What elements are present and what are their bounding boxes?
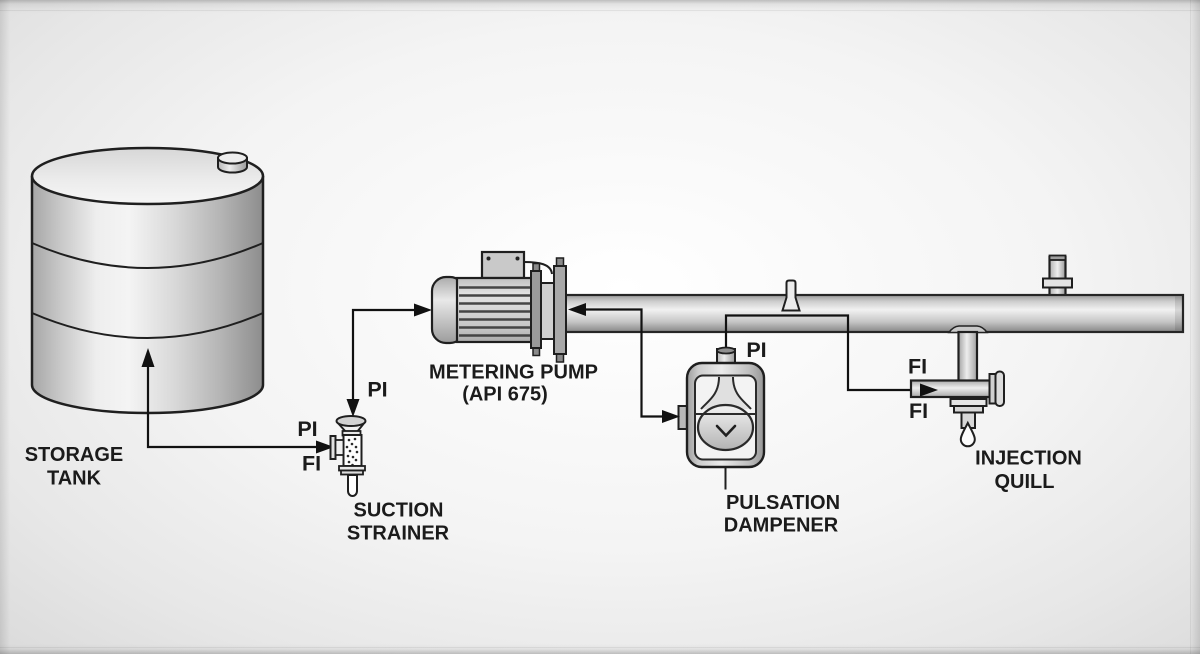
arrow-into-pump-discharge [568, 303, 586, 316]
dampener-pi-line [724, 314, 921, 392]
pump-conduit [523, 261, 553, 275]
storage-tank-label-line1: STORAGE [25, 444, 124, 466]
arrow-down-into-strainer [346, 399, 360, 417]
arrow-into-strainer [316, 440, 334, 454]
arrow-up-into-tank [141, 348, 155, 367]
strainer-mesh-dots [345, 437, 359, 467]
tank-outlet-fi-tag: FI [302, 452, 321, 476]
storage-tank [30, 146, 265, 415]
arrow-into-quill [920, 383, 938, 397]
suction-strainer-label-line1: SUCTION [354, 500, 444, 522]
droplet-icon [959, 420, 976, 448]
quill-fi-lower-tag: FI [909, 399, 928, 423]
discharge-line [568, 303, 662, 418]
dampener-bladder-stem [701, 377, 751, 409]
pump-flange-assembly [530, 257, 567, 363]
metering-pump-label-line1: METERING PUMP [429, 362, 598, 384]
injection-quill-label-line1: INJECTION [975, 448, 1082, 470]
strainer-drain-tube [347, 474, 358, 497]
strainer-inlet-pi-tag: PI [367, 378, 387, 402]
metering-pump-label-line2: (API 675) [462, 384, 548, 406]
flow-arrows-top [662, 383, 938, 423]
process-pipe [554, 293, 1185, 334]
metering-pump [430, 250, 567, 363]
labels: STORAGE TANK PI FI PI SUCTION STRAINER M… [25, 338, 1082, 545]
suction-line [346, 303, 432, 417]
pump-junction-box [480, 250, 526, 280]
arrow-into-pump [414, 303, 432, 317]
suction-strainer [329, 415, 367, 497]
injection-quill-label-line2: QUILL [995, 471, 1055, 493]
motor-fins [459, 286, 531, 337]
tank-vent-cap [217, 151, 248, 174]
tank-seam-lower [31, 312, 264, 339]
tank-seam-upper [31, 242, 264, 269]
quill-end-plug [994, 370, 1005, 407]
dampener-chevron [715, 424, 737, 438]
quill-fi-upper-tag: FI [908, 355, 927, 379]
pulsation-dampener-label-line2: DAMPENER [724, 515, 839, 537]
pulsation-dampener [677, 346, 766, 490]
suction-strainer-label-line2: STRAINER [347, 523, 450, 545]
dampener-bladder [696, 403, 755, 452]
quill-flange [949, 398, 988, 407]
pulsation-dampener-label-line1: PULSATION [726, 492, 840, 514]
pipe-nozzle [1042, 254, 1073, 299]
tank-outlet-line [141, 348, 334, 454]
pipe-plug [781, 279, 801, 312]
tank-outlet-pi-tag: PI [297, 417, 317, 441]
storage-tank-label-line2: TANK [47, 468, 102, 490]
arrow-into-dampener [662, 410, 680, 423]
injection-quill [909, 325, 1005, 448]
dampener-pi-tag: PI [746, 338, 766, 362]
